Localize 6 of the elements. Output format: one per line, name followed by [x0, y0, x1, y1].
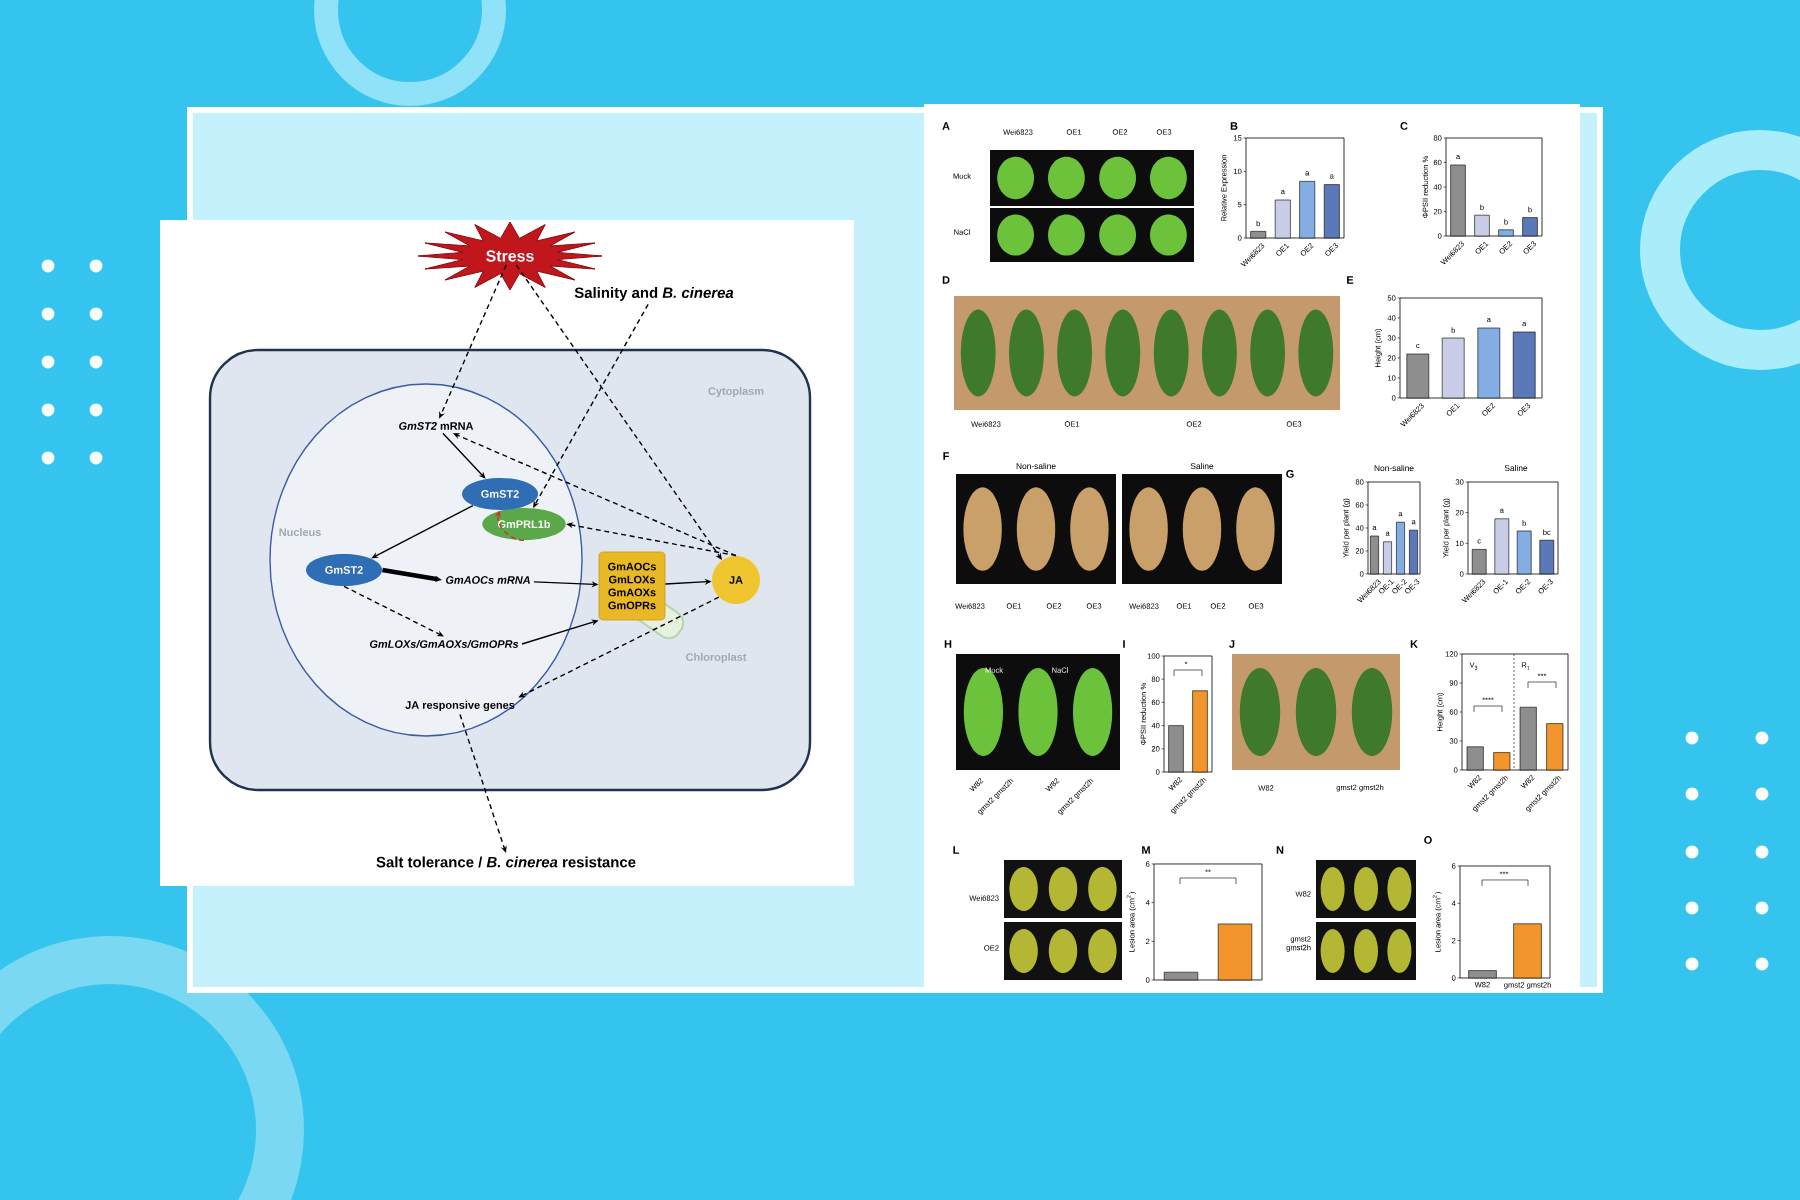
arrow — [533, 303, 649, 508]
arrow — [343, 585, 444, 637]
arrow — [442, 432, 486, 479]
arrow — [371, 504, 474, 559]
arrow — [459, 713, 507, 853]
arrow — [382, 567, 442, 582]
